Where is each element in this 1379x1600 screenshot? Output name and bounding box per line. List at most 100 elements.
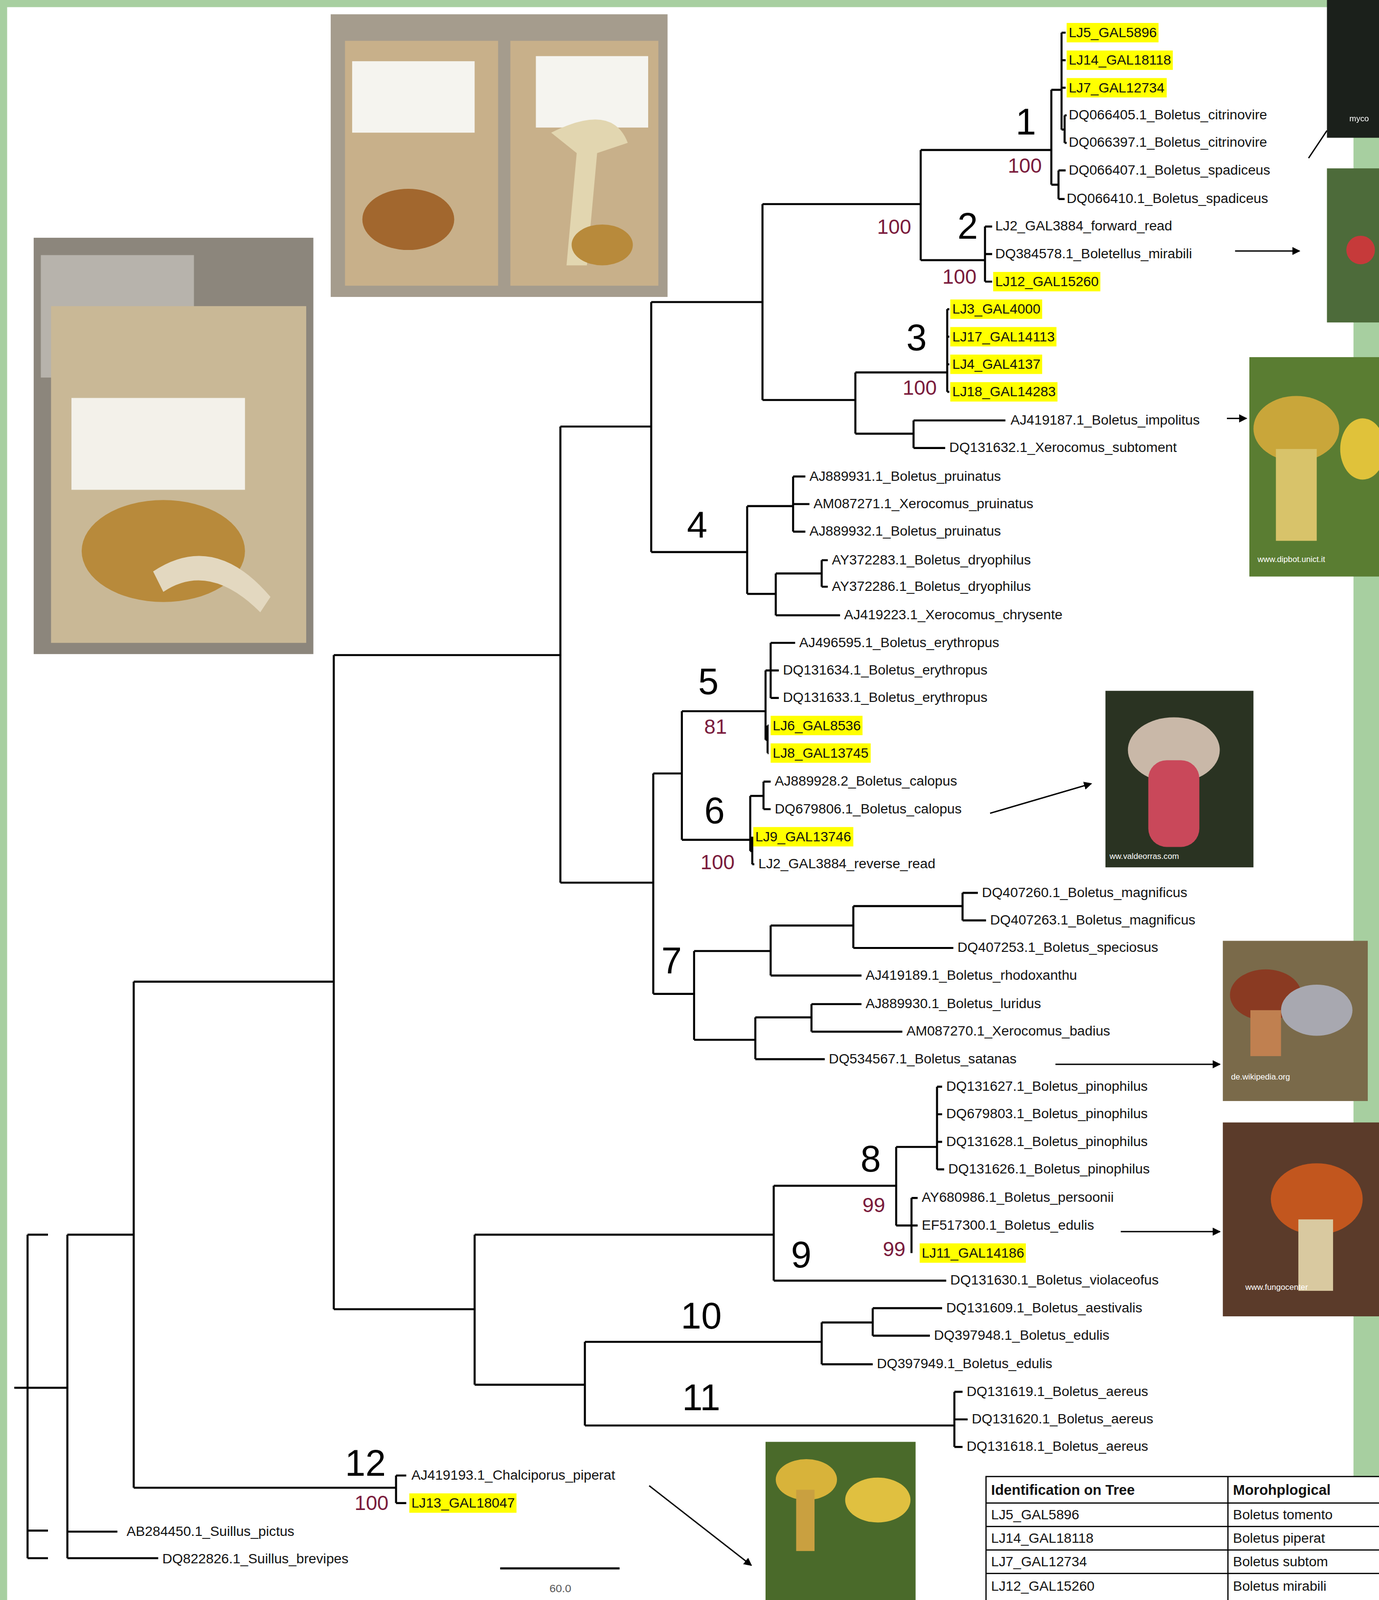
taxon-label: AJ889931.1_Boletus_pruinatus: [809, 467, 1002, 486]
mushroom-photo: [765, 1442, 916, 1600]
taxon-label: AM087271.1_Xerocomus_pruinatus: [813, 495, 1034, 514]
clade-number: 2: [957, 206, 978, 246]
taxon-label: DQ131609.1_Boletus_aestivalis: [946, 1299, 1143, 1318]
bootstrap-value: 99: [882, 1237, 906, 1261]
photo-pointers: [649, 130, 1328, 1566]
taxon-label: AJ496595.1_Boletus_erythropus: [799, 633, 1000, 653]
taxon-label: AY372286.1_Boletus_dryophilus: [832, 577, 1032, 597]
taxon-label: DQ131628.1_Boletus_pinophilus: [946, 1132, 1148, 1152]
highlighted-taxon: LJ17_GAL14113: [950, 327, 1058, 347]
taxon-label: EF517300.1_Boletus_edulis: [921, 1216, 1094, 1236]
taxon-text: LJ7_GAL12734: [1068, 78, 1165, 98]
taxon-text: LJ12_GAL15260: [994, 271, 1099, 292]
mushroom-photo: [1222, 1122, 1379, 1317]
bootstrap-value: 81: [703, 715, 727, 738]
taxon-text: LJ18_GAL14283: [952, 382, 1056, 402]
taxon-label: DQ131632.1_Xerocomus_subtoment: [949, 438, 1177, 458]
taxon-text: LJ5_GAL5896: [1068, 22, 1157, 43]
clade-number: 6: [704, 791, 725, 831]
clade-number: 4: [686, 506, 708, 545]
taxon-text: LJ14_GAL18118: [1068, 50, 1172, 70]
taxon-label: AJ419193.1_Chalciporus_piperat: [411, 1466, 616, 1486]
taxon-label: DQ397949.1_Boletus_edulis: [876, 1355, 1053, 1374]
clade-number: 5: [698, 662, 719, 701]
highlighted-taxon: LJ8_GAL13745: [770, 743, 871, 764]
taxon-label: LJ2_GAL3884_forward_read: [994, 217, 1173, 236]
specimen-photo: [330, 14, 668, 297]
taxon-label: AJ889928.2_Boletus_calopus: [774, 772, 958, 792]
photo-watermark: www.fungocenter: [1245, 1282, 1309, 1293]
highlighted-taxon: LJ3_GAL4000: [950, 299, 1043, 319]
taxon-label: DQ131634.1_Boletus_erythropus: [782, 661, 988, 680]
highlighted-taxon: LJ7_GAL12734: [1066, 78, 1167, 98]
highlighted-taxon: LJ4_GAL4137: [950, 354, 1043, 375]
taxon-label: AB284450.1_Suillus_pictus: [126, 1522, 295, 1541]
taxon-label: DQ066397.1_Boletus_citrinovire: [1068, 133, 1268, 153]
mushroom-photo: [1105, 690, 1254, 868]
taxon-text: LJ3_GAL4000: [952, 299, 1041, 319]
bootstrap-value: 100: [700, 851, 735, 874]
highlighted-taxon: LJ12_GAL15260: [993, 271, 1101, 292]
bootstrap-value: 99: [862, 1194, 885, 1217]
taxon-label: AJ419189.1_Boletus_rhodoxanthu: [865, 966, 1077, 986]
photo-watermark: de.wikipedia.org: [1230, 1072, 1290, 1083]
clade-number: 8: [860, 1139, 882, 1179]
taxon-label: DQ131633.1_Boletus_erythropus: [782, 688, 988, 708]
mushroom-photo: [1327, 0, 1379, 323]
highlighted-taxon: LJ14_GAL18118: [1066, 50, 1174, 70]
clade-number: 7: [661, 941, 682, 981]
taxon-text: LJ8_GAL13745: [772, 743, 869, 764]
clade-number: 12: [344, 1444, 386, 1483]
taxon-label: DQ131627.1_Boletus_pinophilus: [946, 1077, 1148, 1097]
bootstrap-value: 100: [354, 1492, 389, 1515]
table-header: Identification on Tree: [991, 1480, 1135, 1500]
taxon-text: LJ9_GAL13746: [755, 827, 852, 847]
clade-number: 10: [680, 1296, 723, 1336]
table-cell: Boletus mirabili: [1233, 1577, 1327, 1597]
tree-branches: [14, 32, 1067, 1559]
taxon-label: AJ419187.1_Boletus_impolitus: [1010, 411, 1200, 430]
photo-watermark: ww.valdeorras.com: [1109, 852, 1179, 863]
taxon-label: DQ131618.1_Boletus_aereus: [966, 1437, 1149, 1457]
scale-value: 60.0: [549, 1582, 572, 1596]
taxon-label: DQ407263.1_Boletus_magnificus: [990, 911, 1196, 930]
highlighted-taxon: LJ18_GAL14283: [950, 382, 1059, 402]
id-table: [986, 1476, 1379, 1600]
taxon-label: DQ066407.1_Boletus_spadiceus: [1068, 161, 1271, 181]
taxon-label: DQ679803.1_Boletus_pinophilus: [946, 1105, 1148, 1124]
mushroom-photo: [1222, 940, 1368, 1102]
taxon-label: DQ822826.1_Suillus_brevipes: [162, 1550, 349, 1569]
highlighted-taxon: LJ6_GAL8536: [770, 715, 863, 736]
taxon-label: AY372283.1_Boletus_dryophilus: [832, 550, 1032, 570]
panel: [7, 7, 1354, 1600]
taxon-text: LJ11_GAL14186: [921, 1243, 1024, 1264]
table-cell: LJ7_GAL12734: [991, 1552, 1087, 1572]
taxon-label: AY680986.1_Boletus_persoonii: [921, 1188, 1114, 1208]
taxon-label: DQ534567.1_Boletus_satanas: [828, 1050, 1017, 1069]
taxon-label: DQ066410.1_Boletus_spadiceus: [1066, 189, 1268, 209]
taxon-label: DQ407260.1_Boletus_magnificus: [981, 883, 1188, 903]
taxon-label: DQ131630.1_Boletus_violaceofus: [950, 1271, 1159, 1290]
bootstrap-value: 100: [877, 215, 912, 238]
table-cell: LJ5_GAL5896: [991, 1505, 1080, 1525]
taxon-label: DQ131626.1_Boletus_pinophilus: [948, 1160, 1150, 1179]
taxon-text: LJ17_GAL14113: [952, 327, 1055, 347]
taxon-label: DQ384578.1_Boletellus_mirabili: [994, 245, 1192, 264]
taxon-label: DQ131619.1_Boletus_aereus: [966, 1382, 1149, 1402]
taxon-label: LJ2_GAL3884_reverse_read: [758, 855, 936, 874]
taxon-label: DQ679806.1_Boletus_calopus: [774, 800, 962, 819]
table-cell: Boletus subtom: [1233, 1552, 1329, 1572]
table-cell: LJ14_GAL18118: [991, 1529, 1094, 1548]
scale-bar: [499, 1567, 620, 1570]
clade-number: 1: [1015, 103, 1037, 142]
highlighted-taxon: LJ9_GAL13746: [753, 827, 854, 847]
bootstrap-value: 100: [902, 376, 937, 400]
taxon-label: AJ419223.1_Xerocomus_chrysente: [844, 606, 1063, 625]
taxon-label: DQ066405.1_Boletus_citrinovire: [1068, 106, 1268, 125]
taxon-label: AM087270.1_Xerocomus_badius: [906, 1022, 1111, 1041]
table-cell: Boletus tomento: [1233, 1505, 1334, 1525]
clade-number: 11: [682, 1378, 721, 1418]
taxon-text: LJ6_GAL8536: [772, 715, 861, 736]
taxon-label: AJ889930.1_Boletus_luridus: [865, 994, 1041, 1014]
